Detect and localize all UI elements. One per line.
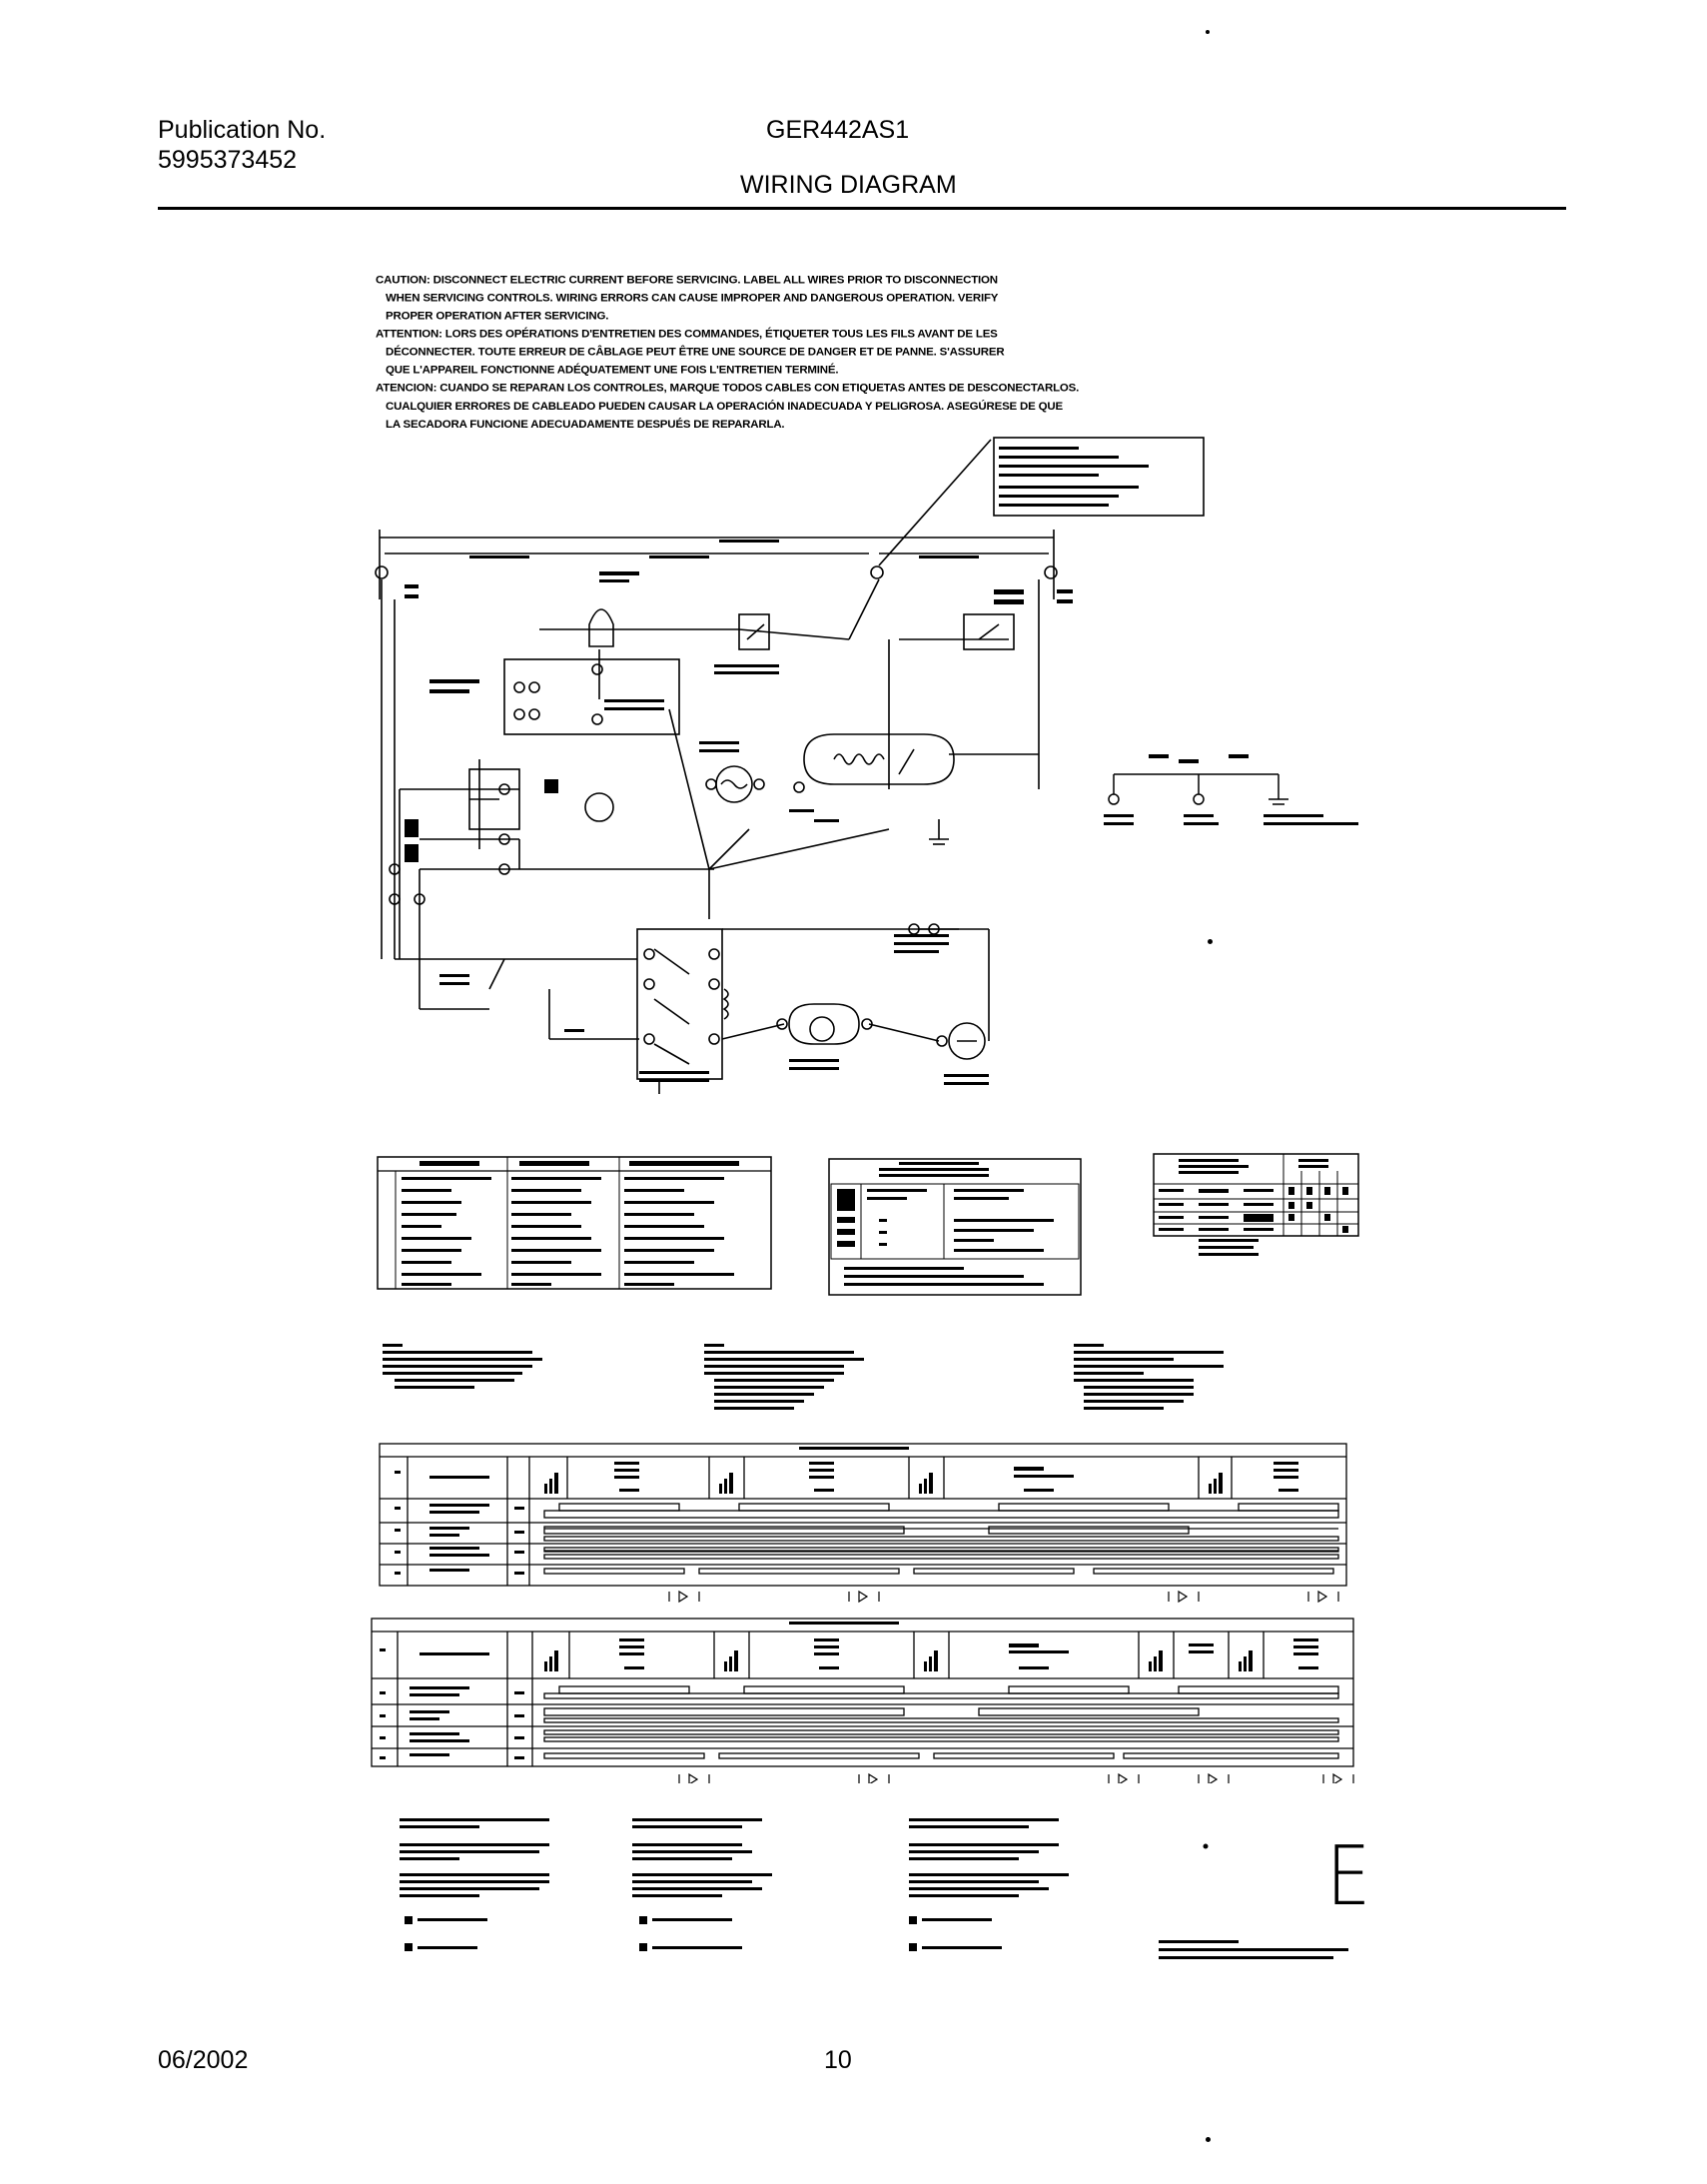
attention-line-3: QUE L'APPAREIL FONCTIONNE ADÉQUATEMENT U… xyxy=(386,365,839,377)
timer-chart-legend-table xyxy=(1153,1153,1359,1256)
caution-line-2: WHEN SERVICING CONTROLS. WIRING ERRORS C… xyxy=(386,292,999,305)
attention-line-2: DÉCONNECTER. TOUTE ERREUR DE CÂBLAGE PEU… xyxy=(386,347,1005,359)
publication-label: Publication No. xyxy=(158,116,327,144)
timer-sequence-chart-1 xyxy=(379,1443,1347,1604)
model-number: GER442AS1 xyxy=(766,116,910,144)
publication-number: 5995373452 xyxy=(158,146,298,174)
attention-line-1: ATTENTION: LORS DES OPÉRATIONS D'ENTRETI… xyxy=(376,329,998,341)
footer-date: 06/2002 xyxy=(158,2046,249,2074)
speck xyxy=(1206,2137,1211,2142)
timer-sequence-chart-2 xyxy=(371,1618,1354,1783)
header-rule xyxy=(158,207,1566,210)
revision-letter: E xyxy=(1326,1829,1371,1924)
speck xyxy=(1206,30,1210,34)
wire-code-legend-table xyxy=(377,1156,772,1290)
notes-block xyxy=(383,1344,1224,1410)
caution-line-1: CAUTION: DISCONNECT ELECTRIC CURRENT BEF… xyxy=(376,274,998,287)
atencion-line-3: LA SECADORA FUNCIONE ADECUADAMENTE DESPU… xyxy=(386,419,785,431)
ground-schematic xyxy=(1104,754,1358,825)
bottom-notes xyxy=(400,1818,1348,1959)
caution-line-3: PROPER OPERATION AFTER SERVICING. xyxy=(386,310,609,323)
warning-block: CAUTION: DISCONNECT ELECTRIC CURRENT BEF… xyxy=(376,272,1079,434)
section-title: WIRING DIAGRAM xyxy=(740,171,957,199)
page-number: 10 xyxy=(824,2046,852,2074)
atencion-line-1: ATENCION: CUANDO SE REPARAN LOS CONTROLE… xyxy=(376,383,1080,395)
atencion-line-2: CUALQUIER ERRORES DE CABLEADO PUEDEN CAU… xyxy=(386,401,1063,413)
wire-specifications-table xyxy=(828,1158,1082,1296)
wiring-schematic xyxy=(375,437,1205,1094)
speck xyxy=(1208,939,1213,944)
